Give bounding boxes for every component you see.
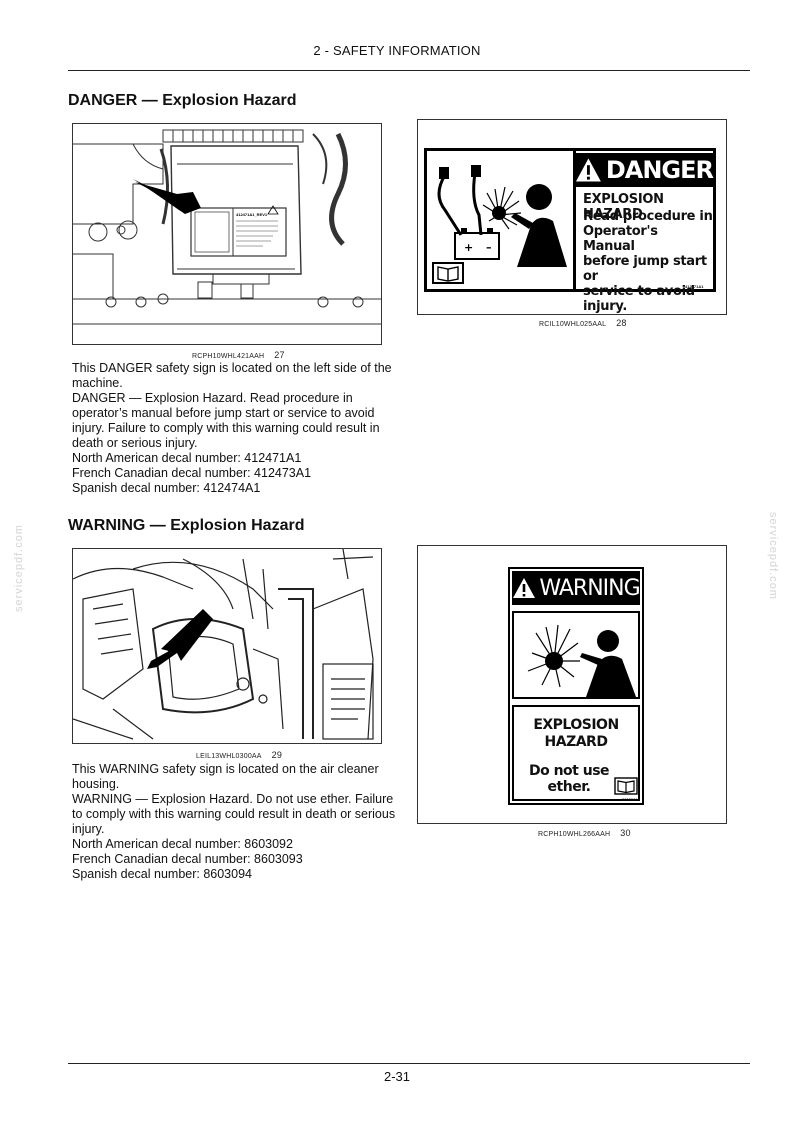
battery-plus-sign: + — [464, 241, 473, 254]
warning-decal-code: 8603092 — [622, 797, 638, 802]
danger-banner: DANGER — [575, 153, 714, 187]
figure-27-caption-code: RCPH10WHL421AAH — [192, 353, 265, 360]
figure-30-caption-code: RCPH10WHL266AAH — [538, 831, 611, 838]
watermark-right: servicepdf.com — [767, 512, 779, 600]
figure-27-caption: RCPH10WHL421AAH 27 — [192, 350, 285, 360]
warning-decal-heading-line: HAZARD — [544, 734, 608, 750]
warning-decal-body: Do not use ether. — [524, 763, 614, 795]
warning-triangle-icon — [575, 158, 601, 182]
warning-paragraph: This WARNING safety sign is located on t… — [72, 762, 379, 791]
page-header-title: 2 - SAFETY INFORMATION — [313, 43, 481, 58]
danger-decal-number-fc: French Canadian decal number: 412473A1 — [72, 466, 312, 480]
footer-rule — [68, 1063, 750, 1064]
figure-30-caption-number: 30 — [620, 828, 631, 838]
explosion-pictogram — [527, 624, 636, 697]
warning-decal-number-es: Spanish decal number: 8603094 — [72, 867, 252, 881]
figure-27-caption-number: 27 — [274, 350, 285, 360]
danger-banner-label: DANGER — [605, 156, 714, 184]
figure-28-caption-number: 28 — [616, 318, 627, 328]
warning-decal-heading: EXPLOSION HAZARD — [514, 717, 638, 751]
figure-27-machine-photo: 412471A1_REV1 — [72, 123, 382, 345]
danger-decal-line: injury. — [583, 299, 627, 314]
warning-banner: WARNING — [512, 571, 641, 605]
danger-decal-heading: EXPLOSION HAZARD — [583, 192, 664, 222]
warning-decal: WARNING EXPLOSION HAZARD Do not use ethe… — [508, 567, 644, 805]
book-icon — [614, 777, 638, 795]
danger-decal-number-es: Spanish decal number: 412474A1 — [72, 481, 261, 495]
warning-decal-body-line: Do not use — [528, 763, 610, 779]
battery-minus-sign: – — [486, 241, 492, 254]
page-number: 2-31 — [383, 1069, 411, 1084]
danger-decal-line: before jump start or — [583, 254, 707, 284]
watermark-left: servicepdf.com — [13, 524, 25, 612]
danger-decal-code: 412471A1 — [685, 284, 704, 289]
figure-28-caption-code: RCIL10WHL025AAL — [539, 321, 607, 328]
danger-section-heading: DANGER — Explosion Hazard — [68, 92, 297, 109]
warning-pictogram-panel — [512, 611, 640, 699]
battery-explosion-pictogram: + – — [432, 165, 567, 284]
danger-paragraph: This DANGER safety sign is located on th… — [72, 361, 392, 390]
danger-decal: + – DANGER EXPLOSION HAZARD Read procedu… — [424, 148, 716, 314]
engine-illustration — [73, 549, 374, 740]
warning-triangle-icon — [513, 578, 536, 598]
danger-decal-number-na: North American decal number: 412471A1 — [72, 451, 302, 465]
figure-30-caption: RCPH10WHL266AAH 30 — [538, 828, 631, 838]
figure-29-engine-photo — [72, 548, 382, 744]
danger-paragraph: DANGER — Explosion Hazard. Read procedur… — [72, 391, 380, 450]
figure-28-caption: RCIL10WHL025AAL 28 — [539, 318, 627, 328]
warning-banner-label: WARNING — [539, 575, 640, 601]
figure-27-decal-code: 412471A1_REV1 — [236, 212, 268, 217]
figure-29-caption: LEIL13WHL0300AA 29 — [196, 750, 282, 760]
warning-decal-body-line: ether. — [547, 779, 591, 795]
figure-29-caption-code: LEIL13WHL0300AA — [196, 753, 262, 760]
danger-decal-line: Read procedure in — [583, 209, 713, 224]
warning-paragraph: WARNING — Explosion Hazard. Do not use e… — [72, 792, 396, 836]
header-rule — [68, 70, 750, 71]
danger-decal-body: Read procedure in Operator's Manual befo… — [583, 209, 713, 314]
figure-29-caption-number: 29 — [271, 750, 283, 760]
danger-description: This DANGER safety sign is located on th… — [72, 361, 402, 496]
danger-decal-divider — [573, 151, 576, 289]
warning-section-heading: WARNING — Explosion Hazard — [68, 517, 305, 534]
danger-decal-line: service to avoid — [583, 284, 695, 299]
warning-decal-number-fc: French Canadian decal number: 8603093 — [72, 852, 303, 866]
warning-description: This WARNING safety sign is located on t… — [72, 762, 402, 882]
machine-illustration: 412471A1_REV1 — [73, 129, 381, 325]
warning-text-panel: EXPLOSION HAZARD Do not use ether. — [512, 705, 640, 801]
warning-decal-heading-line: EXPLOSION — [533, 717, 619, 733]
warning-decal-number-na: North American decal number: 8603092 — [72, 837, 293, 851]
danger-decal-line: Operator's Manual — [583, 224, 658, 254]
